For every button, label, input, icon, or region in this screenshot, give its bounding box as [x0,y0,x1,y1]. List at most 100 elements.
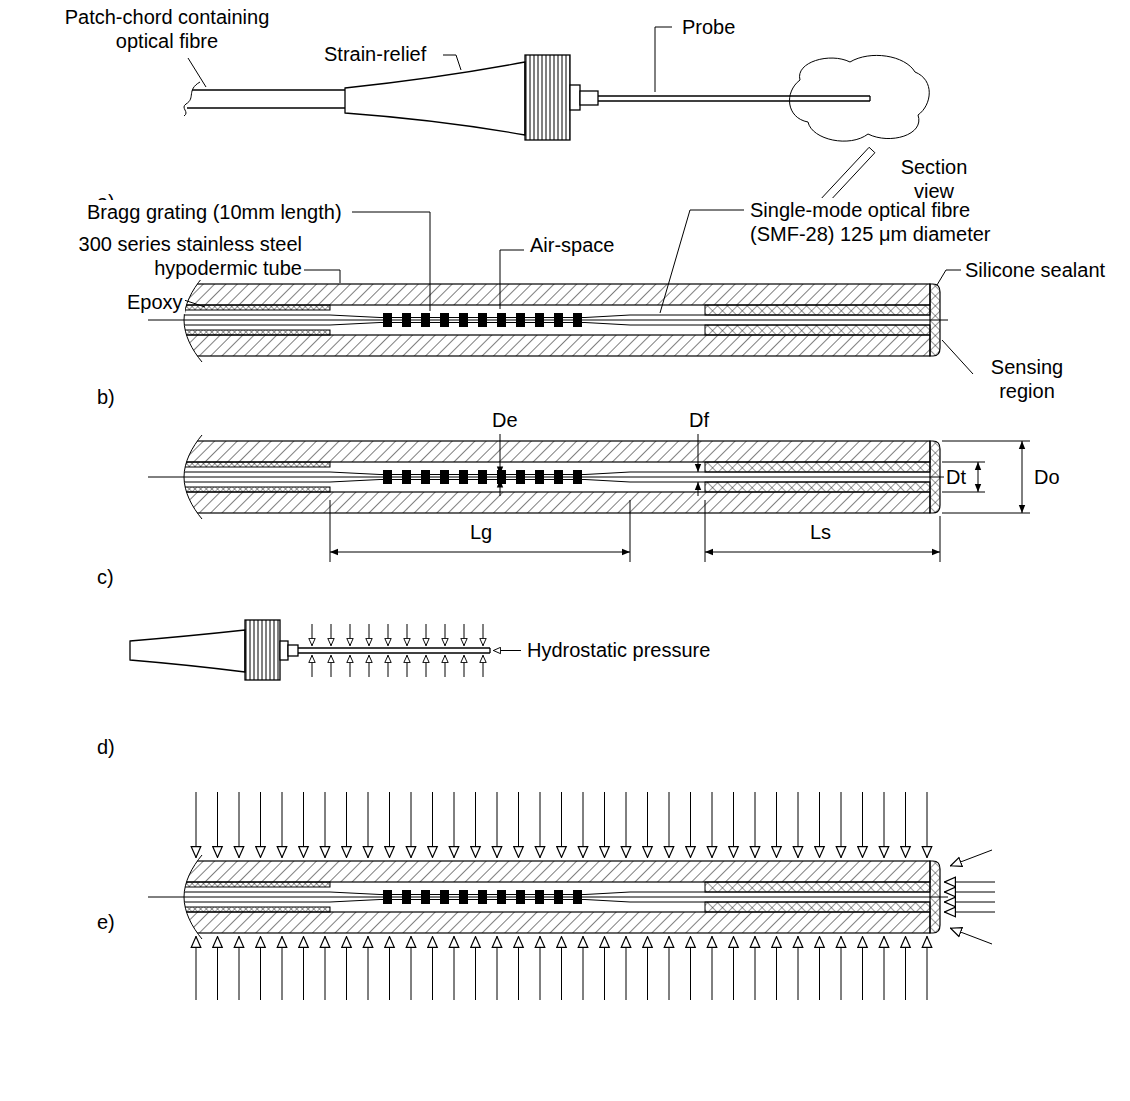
pressure-arrow [368,792,369,858]
dimension-label: Do [1032,467,1062,487]
part-label: Single-mode optical fibre (SMF-28) 125 μ… [748,198,1032,246]
pressure-arrow [518,936,519,1000]
drawing-stroke [525,55,570,140]
panel-label: c) [95,565,116,589]
drawing-stroke [598,100,870,101]
part-label: Hydrostatic pressure [525,638,712,662]
pressure-arrow [464,624,465,646]
drawing-stroke [489,648,490,653]
pressure-arrow [733,936,734,1000]
pressure-arrow [712,792,713,858]
drawing-stroke [500,480,501,497]
pressure-arrow [561,936,562,1000]
pressure-arrow [217,936,218,1000]
pressure-arrow [454,792,455,858]
pressure-arrow [540,792,541,858]
pressure-arrow [350,655,351,677]
pressure-arrow [497,936,498,1000]
pressure-arrow [260,792,261,858]
drawing-stroke [188,58,206,87]
pressure-arrow [819,792,820,858]
drawing-stroke [942,340,973,374]
pressure-arrow [950,850,992,866]
pressure-arrow [325,936,326,1000]
drawing-stroke [570,85,580,110]
pressure-arrow [626,936,627,1000]
part-label: Patch-chord containing optical fibre [45,5,289,53]
pressure-arrow [798,936,799,1000]
pressure-arrow [884,936,885,1000]
drawing-stroke [130,630,245,672]
drawing-stroke [148,435,948,519]
drawing-stroke [940,516,941,562]
pressure-arrow [518,792,519,858]
dimension-lines [330,434,1030,562]
pressure-arrow [483,655,484,677]
pressure-arrow [583,792,584,858]
pressure-arrow [303,792,304,858]
pressure-arrow [927,936,928,1000]
drawing-stroke [660,210,744,313]
part-label: Strain-relief [322,42,428,66]
pressure-arrow [331,624,332,646]
pressure-arrow [464,655,465,677]
pressure-arrow [819,936,820,1000]
drawing-stroke [345,62,525,135]
pressure-arrow [669,792,670,858]
drawing-stroke [352,212,430,311]
panel-label: d) [95,735,117,759]
part-label: Bragg grating (10mm length) [85,200,344,224]
probe-assembly-small [130,620,490,680]
pressure-arrow [303,936,304,1000]
pressure-arrow [407,655,408,677]
pressure-arrow [626,792,627,858]
pressure-arrow [312,624,313,646]
pressure-arrow [950,928,992,944]
drawing-stroke [942,462,985,463]
part-label: Probe [680,15,737,39]
part-label: Silicone sealant [963,258,1107,282]
pressure-arrow [239,792,240,858]
dimension-label: Dt [944,467,968,487]
pressure-arrow [944,882,995,883]
pressure-arrow [432,792,433,858]
pressure-arrows [196,792,995,1000]
pressure-arrow [841,792,842,858]
pressure-arrow [776,792,777,858]
pressure-arrow [841,936,842,1000]
drawing-stroke [937,270,961,285]
pressure-arrow [669,936,670,1000]
pressure-arrow [798,792,799,858]
drawing-stroke [655,27,672,92]
drawing-stroke [790,55,930,141]
drawing-stroke [187,107,345,108]
dimension-label: Ls [808,522,833,542]
drawing-stroke [869,96,870,101]
pressure-arrow [282,792,283,858]
pressure-arrow [583,936,584,1000]
drawing-stroke [705,500,706,562]
pressure-arrow [411,936,412,1000]
pressure-arrow [369,655,370,677]
pressure-arrow [690,936,691,1000]
drawing-stroke [598,95,870,96]
drawing-stroke [443,55,461,70]
pressure-arrow [647,936,648,1000]
drawing-stroke [298,647,490,648]
pressure-arrow [426,624,427,646]
pressure-arrow [905,792,906,858]
part-label: Sensing region [975,355,1079,403]
pressure-arrow [944,912,995,913]
pressure-arrow [369,624,370,646]
drawing-stroke [245,620,280,680]
panel-label: b) [95,385,117,409]
pressure-arrow [927,792,928,858]
pressure-arrow [755,792,756,858]
drawing-stroke [1022,441,1023,513]
pressure-arrow [647,792,648,858]
pressure-arrow [260,936,261,1000]
pressure-arrow [776,936,777,1000]
drawing-stroke [330,552,630,553]
pressure-arrow [368,936,369,1000]
pressure-arrow [454,936,455,1000]
